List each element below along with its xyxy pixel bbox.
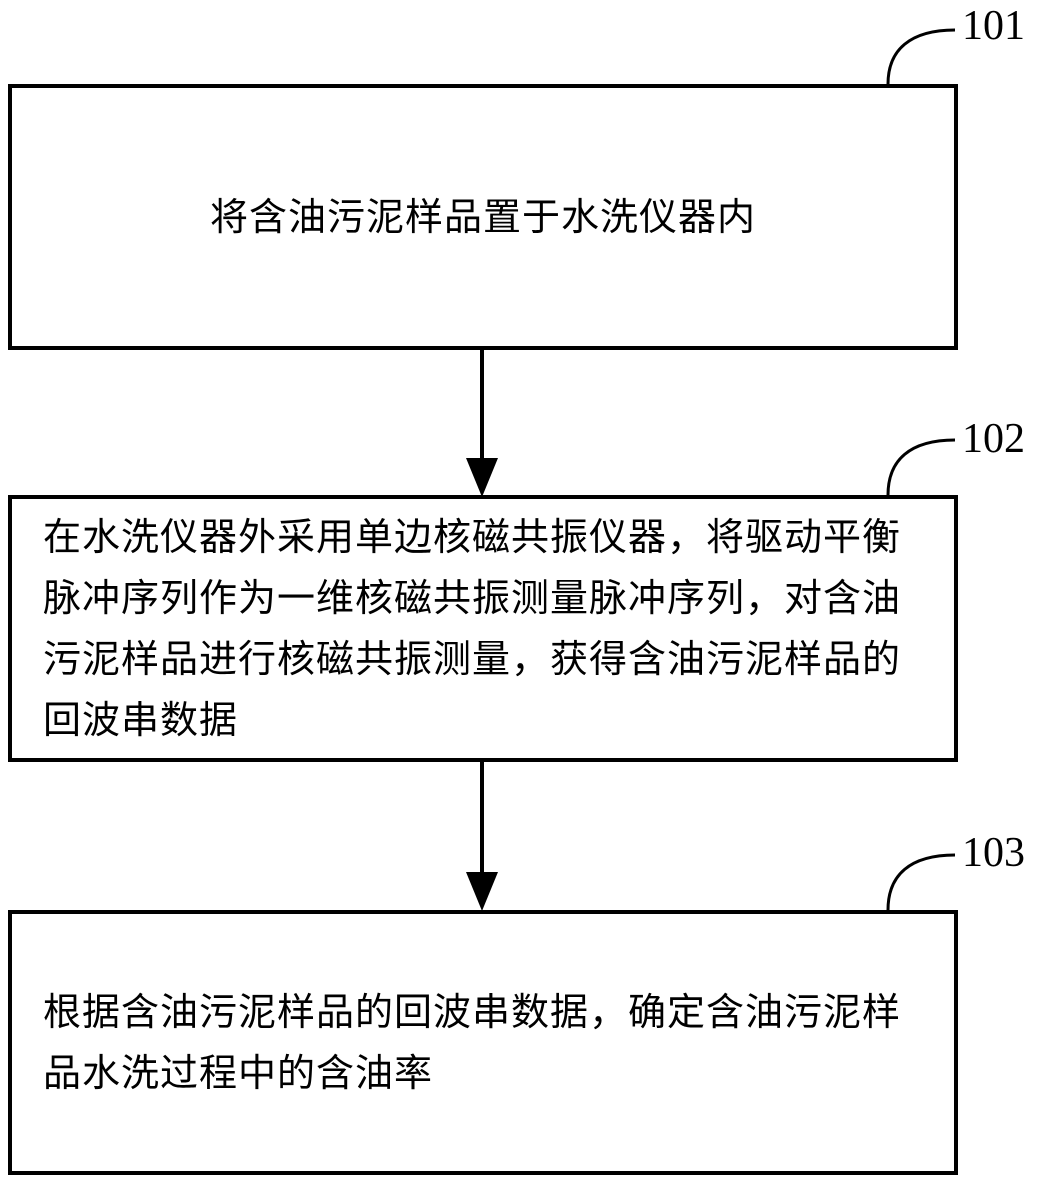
arrowhead-2-to-3: [466, 872, 498, 911]
leader-curve-102: [886, 438, 956, 496]
arrowhead-1-to-2: [466, 458, 498, 497]
step-number-102: 102: [962, 416, 1025, 462]
step-number-101: 101: [962, 3, 1025, 49]
step-box-101: 将含油污泥样品置于水洗仪器内: [8, 84, 958, 350]
step-box-102: 在水洗仪器外采用单边核磁共振仪器，将驱动平衡脉冲序列作为一维核磁共振测量脉冲序列…: [8, 495, 958, 762]
step-text-102: 在水洗仪器外采用单边核磁共振仪器，将驱动平衡脉冲序列作为一维核磁共振测量脉冲序列…: [43, 514, 902, 742]
step-text-103: 根据含油污泥样品的回波串数据，确定含油污泥样品水洗过程中的含油率: [43, 989, 902, 1095]
leader-curve-103: [886, 853, 956, 911]
step-box-103: 根据含油污泥样品的回波串数据，确定含油污泥样品水洗过程中的含油率: [8, 910, 958, 1175]
step-text-101: 将含油污泥样品置于水洗仪器内: [209, 194, 756, 239]
step-number-103: 103: [962, 830, 1025, 876]
leader-curve-101: [886, 28, 956, 85]
